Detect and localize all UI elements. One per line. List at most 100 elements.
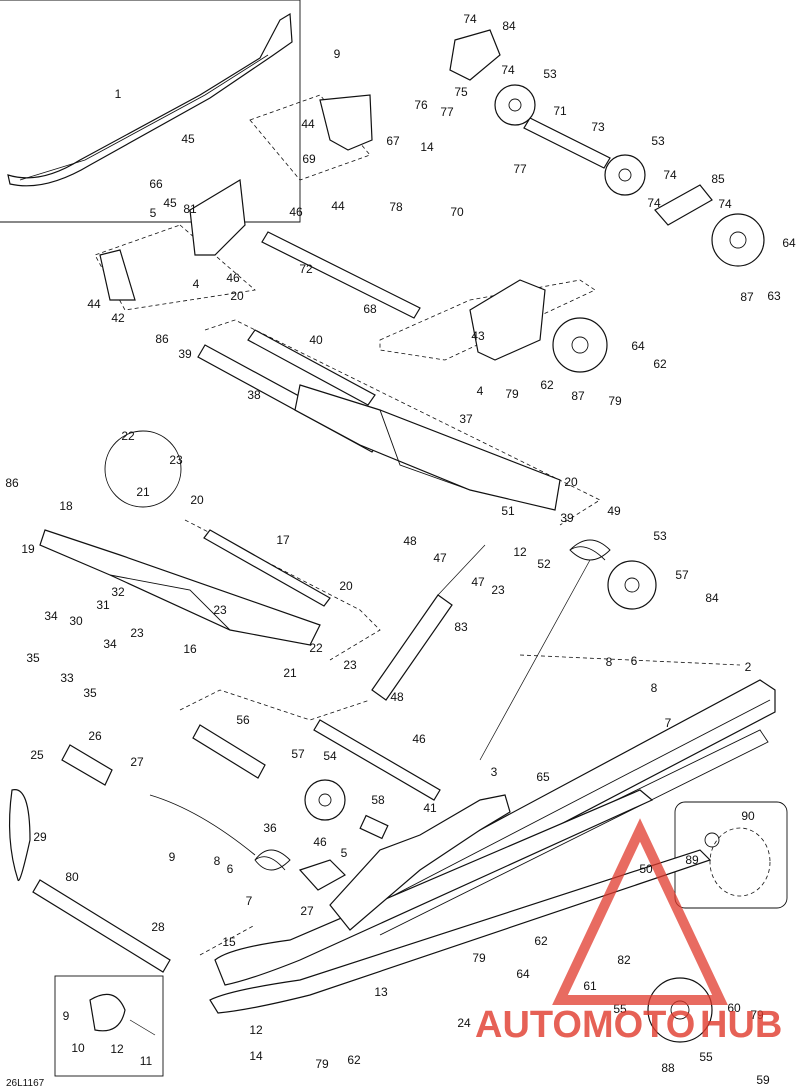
arm-85 — [654, 184, 713, 226]
callout-label-55: 55 — [613, 1002, 627, 1016]
watermark-text-part2: HUB — [700, 1004, 782, 1046]
shaft-17 — [203, 529, 331, 607]
callout-label-54: 54 — [323, 749, 337, 763]
callout-label-34: 34 — [44, 609, 58, 623]
callout-label-9-3: 9 — [63, 1009, 70, 1023]
callout-label-46-2: 46 — [226, 271, 240, 285]
wheel-group-53-upper — [494, 84, 536, 126]
callout-label-75: 75 — [454, 85, 468, 99]
callout-label-85: 85 — [711, 172, 725, 186]
callout-label-45: 45 — [181, 132, 195, 146]
sleeve-27-lower — [298, 859, 346, 891]
callout-label-37: 37 — [459, 412, 473, 426]
callout-label-53-2: 53 — [651, 134, 665, 148]
callout-label-35: 35 — [26, 651, 40, 665]
callout-label-44-3: 44 — [331, 199, 345, 213]
callout-label-72: 72 — [299, 262, 313, 276]
shock-rod — [437, 544, 486, 596]
callout-label-47-2: 47 — [471, 575, 485, 589]
callout-label-46-4: 46 — [313, 835, 327, 849]
callout-labels: 1234455667788899910111212121314141516171… — [5, 12, 796, 1087]
callout-label-19: 19 — [21, 542, 35, 556]
callout-label-69: 69 — [302, 152, 316, 166]
wheel-group-54 — [304, 779, 346, 821]
shaft-28 — [32, 879, 171, 973]
callout-label-22: 22 — [121, 429, 135, 443]
shaft-56 — [192, 724, 266, 779]
inset-frame-bearing — [674, 801, 788, 909]
callout-label-53-3: 53 — [653, 529, 667, 543]
callout-label-68: 68 — [363, 302, 377, 316]
watermark-text-part1: AUTOMOTO — [475, 1004, 695, 1046]
roller-26 — [61, 744, 113, 786]
callout-label-14: 14 — [420, 140, 434, 154]
figure-code: 26L1167 — [6, 1078, 45, 1089]
callout-label-8-2: 8 — [606, 655, 613, 669]
callout-label-52: 52 — [537, 557, 551, 571]
callout-label-43: 43 — [471, 329, 485, 343]
callout-label-48-2: 48 — [390, 690, 404, 704]
link-29 — [9, 789, 31, 882]
callout-label-87-2: 87 — [571, 389, 585, 403]
callout-label-17: 17 — [276, 533, 290, 547]
callout-label-50: 50 — [639, 862, 653, 876]
callout-label-34-2: 34 — [103, 637, 117, 651]
callout-label-18: 18 — [59, 499, 73, 513]
callout-label-46-3: 46 — [412, 732, 426, 746]
callout-label-21: 21 — [136, 485, 150, 499]
group-line-mid — [379, 279, 596, 361]
callout-label-79: 79 — [505, 387, 519, 401]
callout-label-9-2: 9 — [169, 850, 176, 864]
callout-label-74: 74 — [463, 12, 477, 26]
callout-label-35-2: 35 — [83, 686, 97, 700]
callout-label-78: 78 — [389, 200, 403, 214]
callout-label-16: 16 — [183, 642, 197, 656]
callout-label-74-4: 74 — [718, 197, 732, 211]
callout-label-12: 12 — [513, 545, 527, 559]
spring-49-arm — [479, 559, 591, 761]
wheel-group-87-upper — [711, 213, 765, 267]
callout-label-12-2: 12 — [249, 1023, 263, 1037]
callout-label-7: 7 — [246, 894, 253, 908]
cross-member-37 — [294, 384, 561, 511]
callout-label-84: 84 — [502, 19, 516, 33]
callout-label-5-2: 5 — [341, 846, 348, 860]
shock-absorber-83 — [371, 594, 453, 701]
callout-label-89: 89 — [685, 853, 699, 867]
spring-36 — [254, 849, 291, 871]
watermark-logo — [552, 818, 728, 1005]
callout-label-10: 10 — [71, 1041, 85, 1055]
callout-label-82: 82 — [617, 953, 631, 967]
callout-label-14-2: 14 — [249, 1049, 263, 1063]
callout-label-62: 62 — [540, 378, 554, 392]
callout-label-67: 67 — [386, 134, 400, 148]
callout-label-44: 44 — [301, 117, 315, 131]
group-line-slide — [199, 924, 256, 956]
callout-label-20-2: 20 — [190, 493, 204, 507]
bracket-67 — [319, 94, 373, 151]
callout-label-33: 33 — [60, 671, 74, 685]
wheel-group-53-mid — [604, 154, 646, 196]
sleeve-58 — [359, 814, 389, 840]
callout-label-49: 49 — [607, 504, 621, 518]
callout-label-26: 26 — [88, 729, 102, 743]
wheel-group-53-lower — [607, 560, 657, 610]
callout-label-87: 87 — [740, 290, 754, 304]
callout-label-22-2: 22 — [309, 641, 323, 655]
callout-label-46: 46 — [289, 205, 303, 219]
callout-label-62-2: 62 — [653, 357, 667, 371]
callout-label-59: 59 — [756, 1073, 770, 1087]
bolt-11 — [129, 1019, 156, 1036]
callout-label-70: 70 — [450, 205, 464, 219]
callout-label-23: 23 — [169, 453, 183, 467]
callout-label-27: 27 — [130, 755, 144, 769]
shaft-73 — [523, 117, 611, 169]
rail-inset-groove — [19, 54, 269, 181]
callout-label-4-2: 4 — [477, 384, 484, 398]
callout-label-84-2: 84 — [705, 591, 719, 605]
callout-label-90: 90 — [741, 809, 755, 823]
rail-inset — [7, 12, 293, 187]
callout-label-24: 24 — [457, 1016, 471, 1030]
